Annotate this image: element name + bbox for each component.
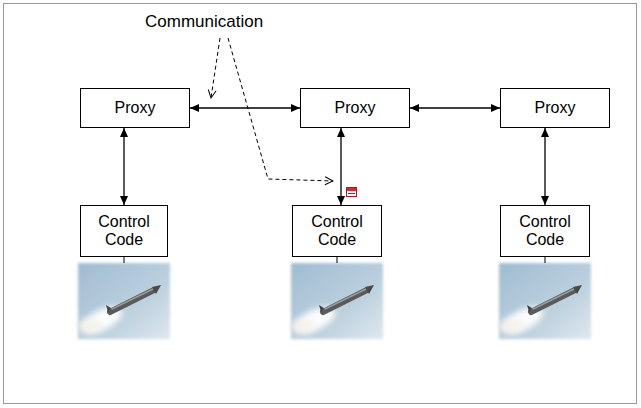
box-content: Control Code [509, 213, 581, 249]
connector-arrow [410, 107, 500, 108]
link-wire [124, 257, 125, 263]
control-box: Control Code [80, 205, 168, 257]
box-label: Control Code [301, 213, 373, 249]
box-label: Proxy [335, 99, 376, 117]
missile-picture [291, 263, 383, 339]
connector-arrow [544, 128, 545, 205]
message-icon [347, 188, 357, 197]
missile-picture [78, 263, 170, 339]
frame-border [4, 4, 637, 404]
proxy-box: Proxy [80, 88, 190, 128]
proxy-box: Proxy [300, 88, 410, 128]
leader-line [211, 38, 220, 98]
box-content: Control Code [301, 213, 373, 249]
box-content: Proxy [335, 99, 376, 117]
box-label: Control Code [88, 213, 160, 249]
connector-arrow [340, 128, 341, 205]
control-box: Control Code [292, 205, 382, 257]
box-content: Proxy [115, 99, 156, 117]
box-label: Proxy [115, 99, 156, 117]
proxy-box: Proxy [500, 88, 610, 128]
missile-picture [499, 263, 591, 339]
box-content: Proxy [535, 99, 576, 117]
connector-arrow [190, 107, 300, 108]
callout-label: Communication [145, 12, 263, 32]
box-label: Control Code [509, 213, 581, 249]
box-label: Proxy [535, 99, 576, 117]
connector-arrow [123, 128, 124, 205]
box-content: Control Code [88, 213, 160, 249]
control-box: Control Code [500, 205, 590, 257]
link-wire [545, 257, 546, 263]
link-wire [337, 257, 338, 263]
